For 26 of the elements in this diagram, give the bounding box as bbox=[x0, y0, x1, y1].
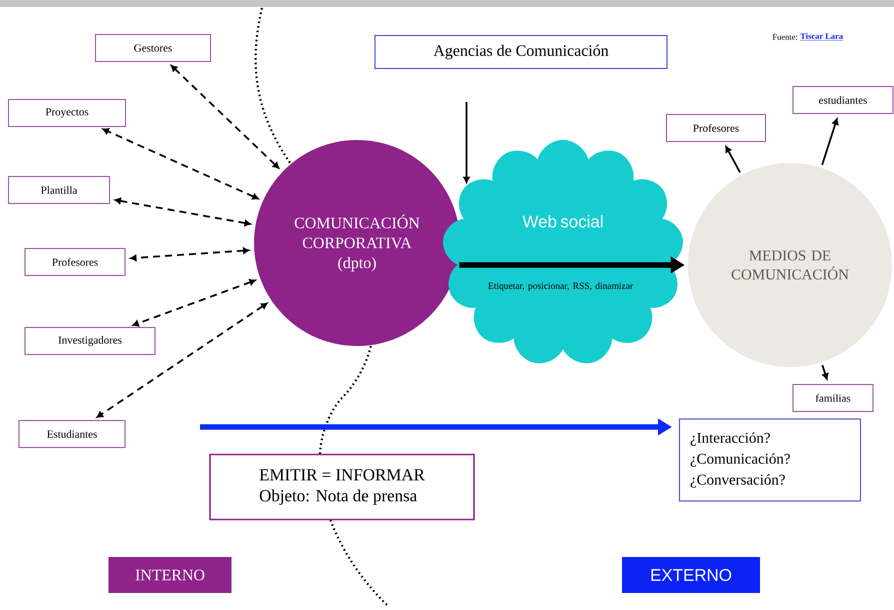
section-tag: INTERNO bbox=[108, 557, 232, 593]
arrow bbox=[725, 146, 741, 173]
label-box: estudiantes bbox=[792, 86, 894, 114]
arrow bbox=[170, 65, 280, 169]
arrow bbox=[96, 302, 268, 418]
source-link: Tiscar Lara bbox=[800, 33, 844, 41]
label-box: familias bbox=[792, 384, 874, 412]
section-tag: EXTERNO bbox=[622, 557, 760, 593]
arrow bbox=[102, 128, 259, 200]
label-box: Profesores bbox=[24, 248, 126, 276]
label-box: Investigadores bbox=[24, 327, 156, 355]
label-box: Plantilla bbox=[8, 176, 110, 204]
label-box: Profesores bbox=[666, 114, 766, 142]
arrow bbox=[130, 247, 250, 262]
label-box: Proyectos bbox=[8, 99, 126, 127]
arrow bbox=[822, 364, 828, 380]
arrow bbox=[463, 102, 470, 183]
arrow bbox=[132, 279, 256, 326]
question-box: ¿Interacción? ¿Comunicación? ¿Conversación? bbox=[679, 418, 861, 502]
note-box: EMITIR = INFORMAR Objeto: Nota de prensa bbox=[209, 454, 475, 520]
agency-box: Agencias de Comunicación bbox=[374, 35, 668, 69]
arrow bbox=[821, 118, 838, 166]
label-box: Gestores bbox=[95, 34, 211, 62]
arrow bbox=[114, 198, 251, 226]
label-box: Estudiantes bbox=[18, 420, 126, 448]
source-label: Fuente: bbox=[772, 34, 798, 40]
